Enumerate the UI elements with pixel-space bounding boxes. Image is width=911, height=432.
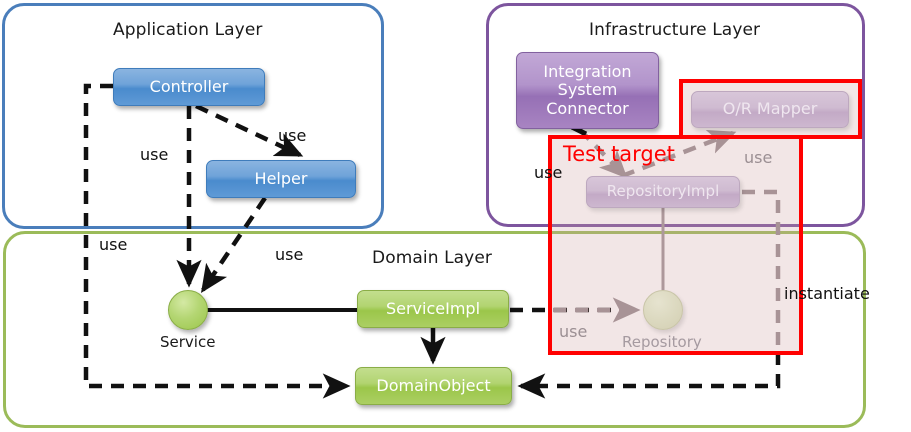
isc-line-1: Integration: [543, 61, 632, 81]
edge-label-use-controller-domainobject: use: [99, 235, 128, 254]
node-repository-interface[interactable]: [643, 290, 683, 330]
edge-label-use-controller-service: use: [140, 145, 169, 164]
isc-line-2: System: [557, 80, 618, 100]
edge-label-use-repositoryimpl-ormapper: use: [744, 148, 773, 167]
node-repository-label: Repository: [622, 333, 702, 351]
layer-title-application: Application Layer: [113, 20, 263, 40]
node-service-label: Service: [160, 333, 216, 351]
node-helper[interactable]: Helper: [206, 160, 356, 198]
node-repository-impl[interactable]: RepositoryImpl: [586, 176, 740, 208]
edge-label-use-serviceimpl-repository: use: [559, 322, 588, 341]
node-or-mapper[interactable]: O/R Mapper: [691, 91, 849, 128]
edge-label-use-isc-repositoryimpl: use: [534, 163, 563, 182]
node-domain-object[interactable]: DomainObject: [355, 367, 512, 405]
test-target-label: Test target: [563, 142, 675, 166]
edge-label-instantiate: instantiate: [784, 284, 870, 303]
node-controller[interactable]: Controller: [113, 68, 265, 106]
isc-line-3: Connector: [546, 98, 629, 118]
node-service-interface[interactable]: [168, 290, 208, 330]
edge-label-use-helper-service: use: [275, 245, 304, 264]
layer-title-domain: Domain Layer: [372, 248, 492, 268]
layer-title-infrastructure: Infrastructure Layer: [589, 20, 761, 40]
node-service-impl[interactable]: ServiceImpl: [357, 290, 509, 328]
node-integration-system-connector[interactable]: Integration System Connector: [516, 52, 659, 129]
edge-label-use-controller-helper: use: [278, 126, 307, 145]
